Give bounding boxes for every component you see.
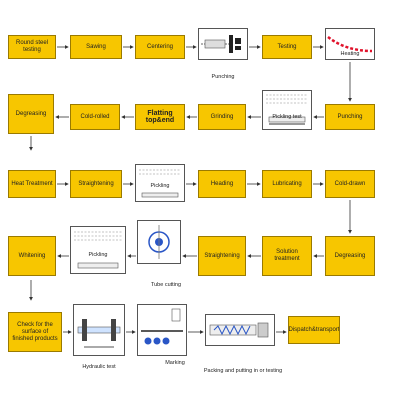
step-whitening: Whitening [8, 236, 56, 276]
step-degreasing-1: Degreasing [8, 94, 54, 134]
step-testing: Testing [262, 35, 312, 59]
step-sawing: Sawing [70, 35, 122, 59]
packing-label: Packing and putting in or testing [203, 368, 283, 374]
pickling-2-illustration [70, 226, 126, 274]
step-label: Flatting top&end [145, 110, 175, 124]
pickling-tank-icon [266, 94, 308, 125]
step-label: Check for the surface of finished produc… [12, 321, 58, 342]
pickling-test-illustration [262, 90, 312, 130]
step-label: Degreasing [334, 252, 366, 259]
step-dispatch-transport: Dispatch&transport [288, 316, 340, 344]
step-label: Grinding [210, 113, 234, 120]
hydraulic-test-label: Hydraulic test [82, 364, 116, 370]
hydraulic-test-icon [77, 319, 121, 348]
marking-icon [141, 308, 183, 345]
step-round-steel-testing: Round steel testing [8, 35, 56, 59]
step-degreasing-2: Degreasing [325, 236, 375, 276]
step-check-surface: Check for the surface of finished produc… [8, 312, 62, 352]
step-centering: Centering [135, 35, 185, 59]
hydraulic-test-illustration [73, 304, 125, 356]
tube-cutting-illustration [137, 220, 181, 264]
step-cold-drawn: Cold-drawn [325, 170, 375, 198]
heating-label: Heating [340, 51, 360, 57]
step-label: Heading [210, 180, 234, 187]
step-label: Cold-rolled [80, 113, 110, 120]
step-straightening-2: Straightening [198, 236, 246, 276]
step-heading: Heading [198, 170, 246, 198]
step-label: Solution treatment [274, 249, 300, 262]
step-solution-treatment: Solution treatment [262, 236, 312, 276]
heating-coil-icon [327, 36, 373, 53]
step-label: Sawing [86, 43, 106, 50]
heating-illustration [325, 28, 375, 60]
pickling-1-illustration [135, 164, 185, 202]
marking-illustration [137, 304, 187, 356]
step-label: Cold-drawn [334, 180, 366, 187]
tube-cutting-label: Tube cutting [150, 282, 182, 288]
punching-illustration [198, 28, 248, 60]
step-straightening-1: Straightening [70, 170, 122, 198]
punching-machine-icon [201, 35, 241, 53]
tube-cutting-icon [148, 225, 170, 259]
step-label: Heat Treatment [11, 180, 53, 187]
pickling-tank-icon [139, 169, 181, 198]
step-label: Punching [337, 113, 363, 120]
marking-label: Marking [165, 360, 185, 366]
step-flatting-top-end: Flatting top&end [135, 104, 185, 130]
step-label: Lubricating [272, 180, 302, 187]
packing-machine-icon [209, 322, 269, 338]
step-punching-2: Punching [325, 104, 375, 130]
step-label: Whitening [18, 252, 46, 259]
pickling-1-label: Pickling [150, 183, 170, 189]
step-label: Round steel testing [15, 40, 49, 53]
packing-illustration [205, 314, 275, 346]
step-grinding: Grinding [198, 104, 246, 130]
pickling-tank-icon [74, 231, 122, 269]
step-cold-rolled: Cold-rolled [70, 104, 120, 130]
step-label: Straightening [204, 252, 240, 259]
step-label: Degreasing [15, 110, 47, 117]
pickling-test-label: Pickling test [272, 114, 302, 120]
step-lubricating: Lubricating [262, 170, 312, 198]
punching-label: Punching [211, 74, 235, 80]
step-label: Straightening [78, 180, 114, 187]
step-label: Dispatch&transport [288, 326, 340, 333]
pickling-2-label: Pickling [88, 252, 108, 258]
step-label: Testing [277, 43, 297, 50]
step-label: Centering [146, 43, 173, 50]
step-heat-treatment: Heat Treatment [8, 170, 56, 198]
